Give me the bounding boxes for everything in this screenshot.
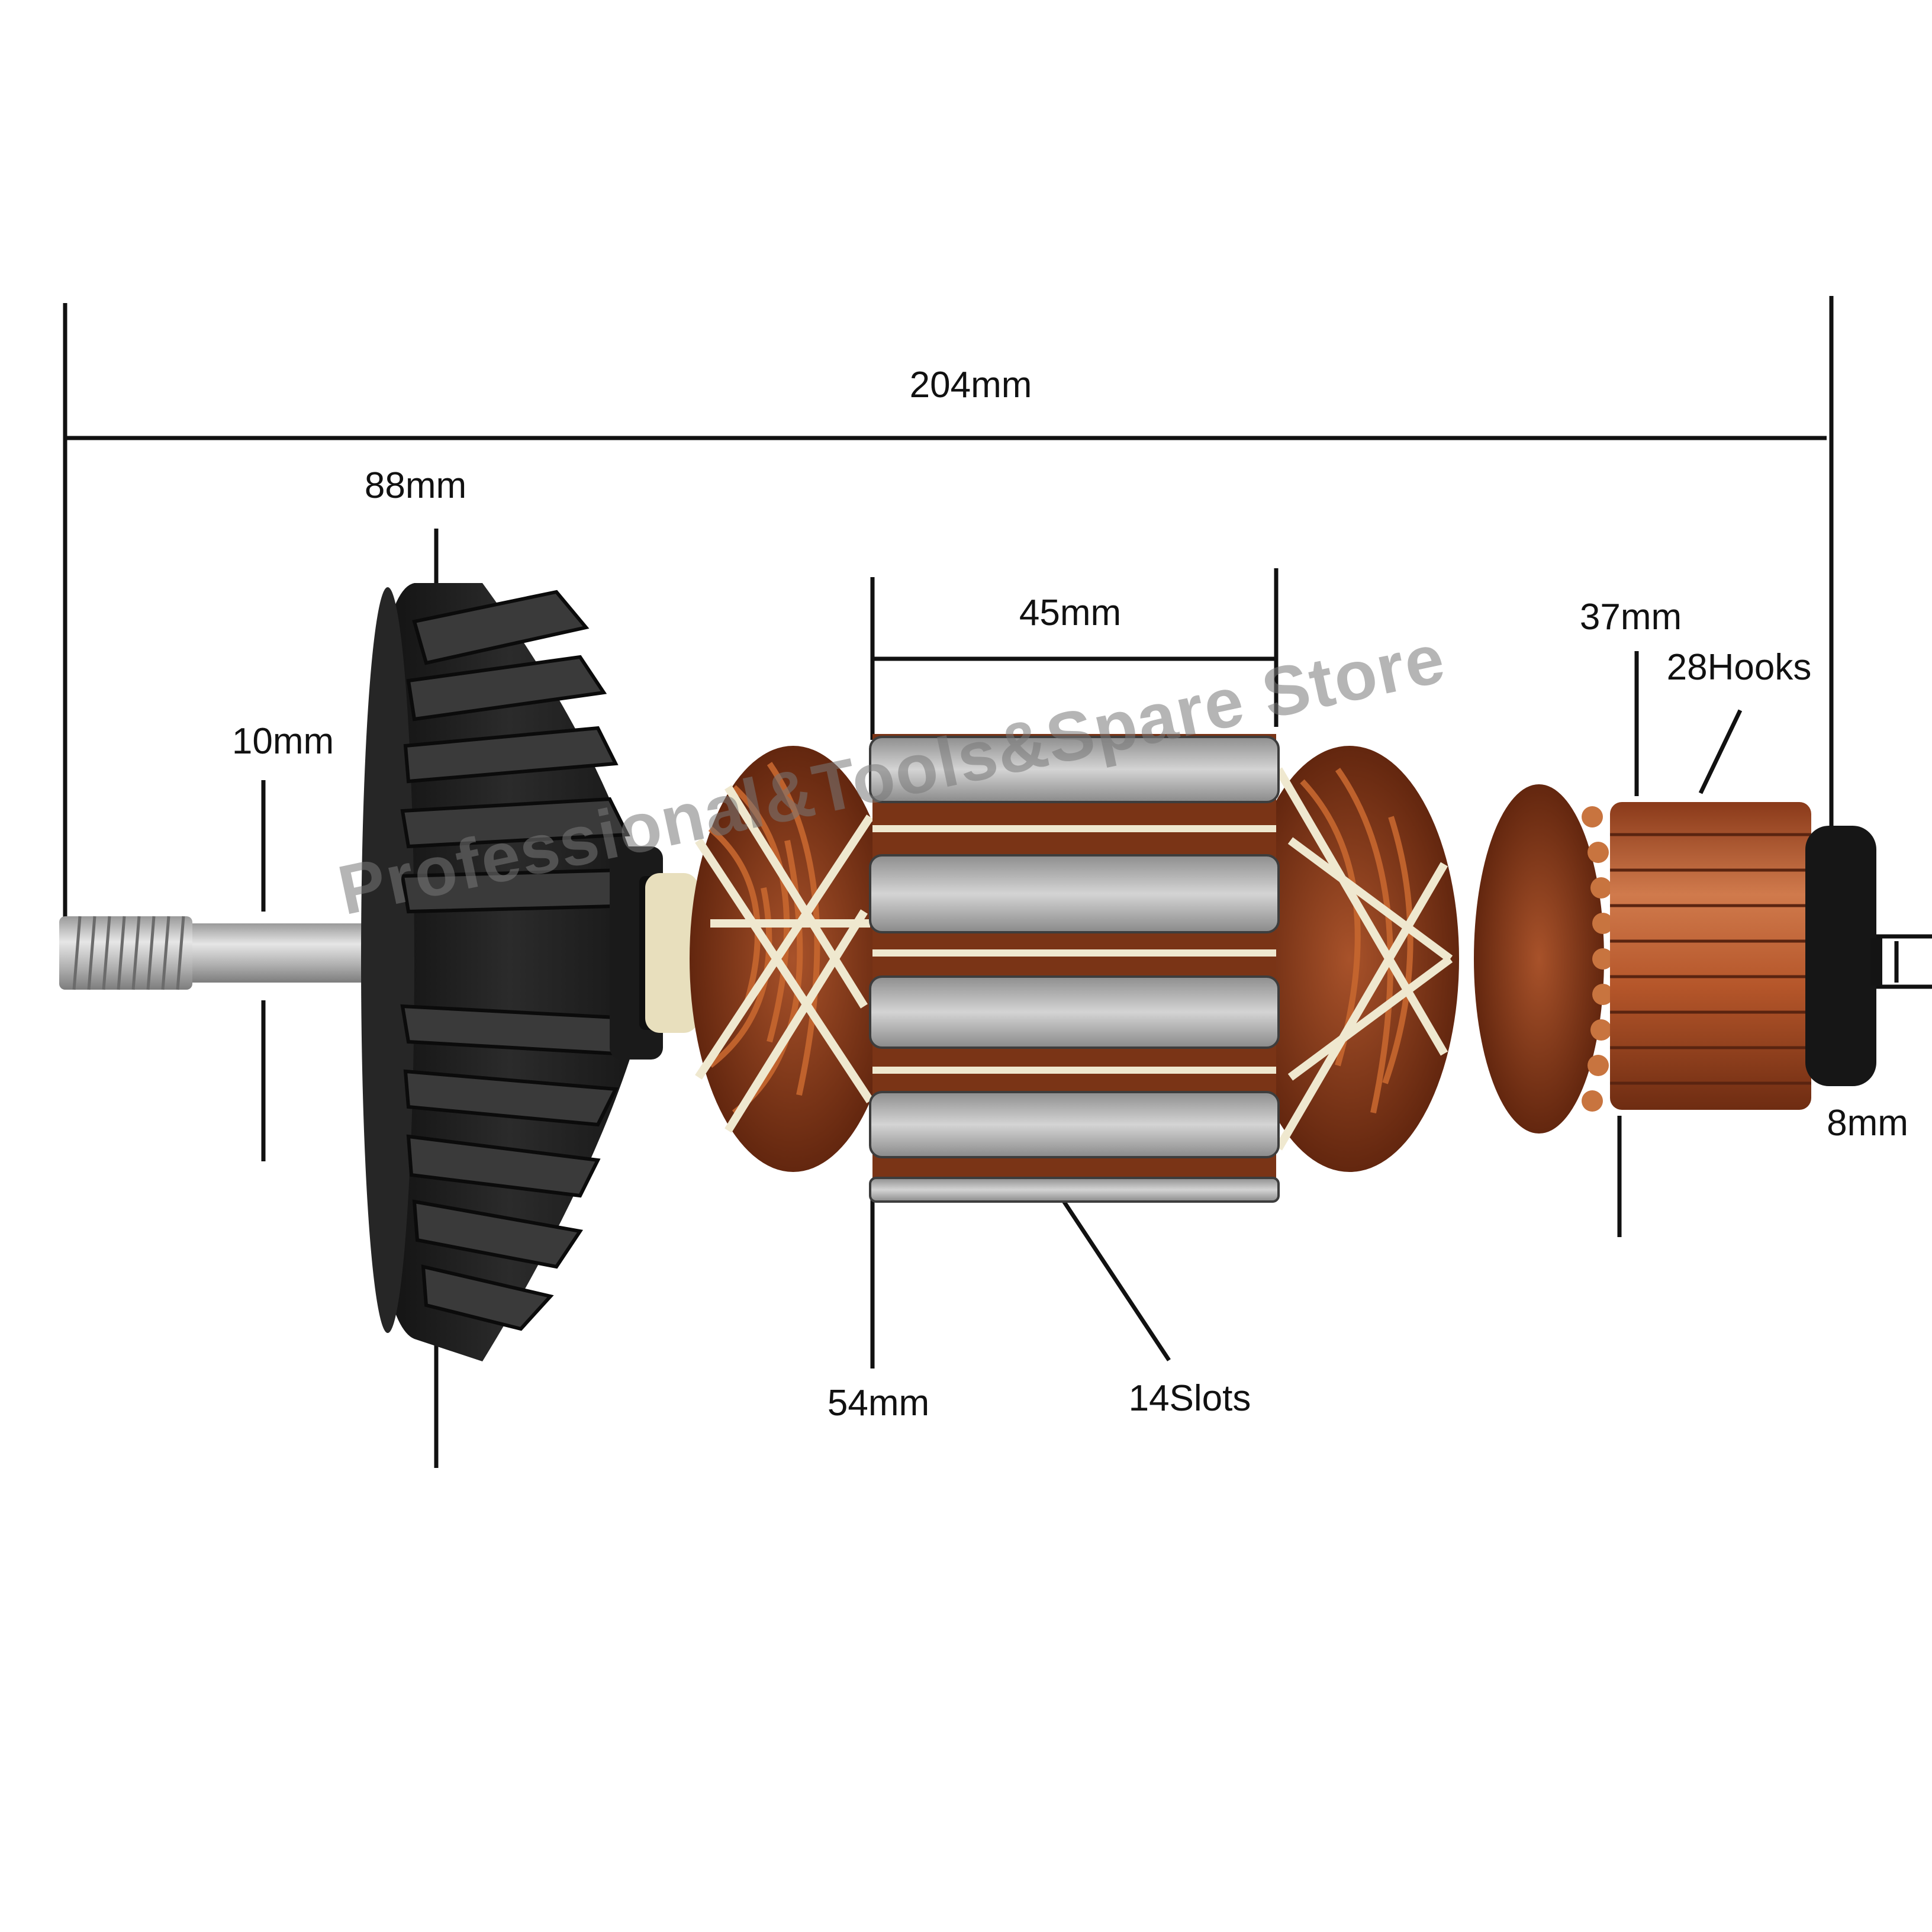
shaft-diameter-label: 10mm bbox=[231, 721, 334, 762]
dimension-lines bbox=[63, 296, 1932, 1468]
lamination-core bbox=[869, 734, 1280, 1203]
hooks-leader bbox=[1698, 709, 1743, 794]
armature-windings-right bbox=[1240, 746, 1459, 1172]
insulator-collar bbox=[645, 873, 698, 1033]
overall-length-label: 204mm bbox=[909, 365, 1032, 405]
hooks-count-label: 28Hooks bbox=[1666, 647, 1812, 688]
fan-diameter-label: 88mm bbox=[364, 465, 467, 506]
armature-windings-left bbox=[690, 746, 897, 1172]
core-length-label: 45mm bbox=[1019, 593, 1122, 633]
commutator bbox=[1474, 784, 1882, 1134]
slots-count-label: 14Slots bbox=[1128, 1378, 1251, 1419]
commutator-diameter-label: 37mm bbox=[1579, 597, 1682, 637]
cooling-fan bbox=[361, 583, 675, 1361]
core-diameter-label: 54mm bbox=[827, 1383, 930, 1424]
end-shaft-diameter-label: 8mm bbox=[1827, 1103, 1908, 1144]
